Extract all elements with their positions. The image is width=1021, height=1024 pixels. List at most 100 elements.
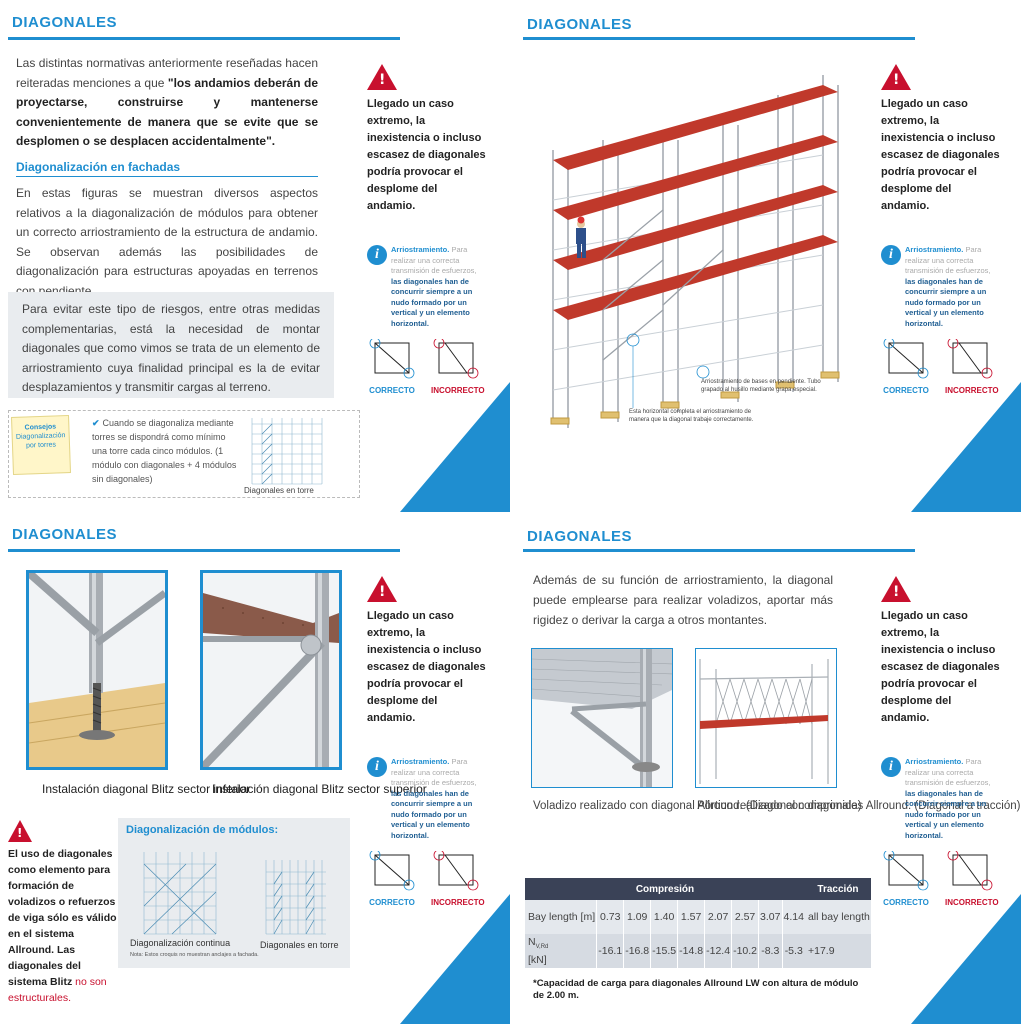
row-label-force: NV,Rd[kN] <box>525 934 597 968</box>
table-cell: -12.4 <box>704 934 732 968</box>
incorrect-node-icon <box>947 337 993 379</box>
info-plain: Para realizar una correcta transmisión d… <box>391 757 477 787</box>
incorrect-node-icon <box>947 849 993 891</box>
correct-diagram: CORRECTO <box>881 849 931 907</box>
horizontal-caption: Esta horizontal completa el arriostramie… <box>629 409 754 423</box>
intro-text: Las distintas normativas anteriormente r… <box>16 56 318 90</box>
title-underline <box>8 549 400 552</box>
info-lead: Arriostramiento. <box>905 245 964 254</box>
continuous-diagonal-figure <box>143 852 217 935</box>
scaffold-illustration <box>550 75 840 428</box>
intro-paragraph: Además de su función de arriostramiento,… <box>533 573 833 627</box>
panel-facade-diagonals: DIAGONALES Las distintas normativas ante… <box>0 0 510 512</box>
warning-icon: ! <box>881 576 911 602</box>
table-cell: 1.57 <box>677 900 705 934</box>
photo-lower-sector <box>26 570 168 770</box>
info-icon: i <box>881 757 901 777</box>
subheading: Diagonalización en fachadas <box>16 160 181 174</box>
info-plain: Para realizar una correcta transmisión d… <box>391 245 477 275</box>
tower-diagonal-figure <box>265 860 326 935</box>
info-icon: i <box>881 245 901 265</box>
tower-caption: Diagonales en torre <box>260 940 339 950</box>
table-cell: -16.1 <box>596 934 624 968</box>
worker-icon <box>576 216 586 258</box>
table-footnote: *Capacidad de carga para diagonales Allr… <box>533 978 859 1001</box>
portal-caption: Pórtico realizado con diagonales Allroun… <box>697 800 1021 812</box>
table-cell: 4.14 <box>781 900 805 934</box>
correct-node-icon <box>883 337 929 379</box>
page-title: DIAGONALES <box>12 526 118 543</box>
info-lead: Arriostramiento. <box>905 757 964 766</box>
table-cell: -10.2 <box>731 934 759 968</box>
modules-note: Nota: Estos croquis no muestran anclajes… <box>130 952 259 958</box>
info-block: i Arriostramiento. Para realizar una cor… <box>367 245 487 329</box>
correct-label: CORRECTO <box>883 386 929 395</box>
tip-box <box>8 410 360 498</box>
info-strong: las diagonales han de concurrir siempre … <box>391 788 473 840</box>
tip-text: ✔Cuando se diagonaliza mediante torres s… <box>92 416 242 486</box>
warning-icon: ! <box>367 576 397 602</box>
tip-body: Cuando se diagonaliza mediante torres se… <box>92 418 237 484</box>
subheading-underline <box>16 176 318 177</box>
panel-blitz-installation: DIAGONALES Instalación diagonal Blit <box>0 512 510 1024</box>
info-icon: i <box>367 757 387 777</box>
cantilever-caption: Voladizo realizado con diagonal Allround… <box>533 800 862 812</box>
info-plain: Para realizar una correcta transmisión d… <box>905 245 991 275</box>
table-cell: 0.73 <box>596 900 624 934</box>
panel-allround-capacity: DIAGONALES Además de su función de arrio… <box>511 512 1021 1024</box>
title-underline <box>8 37 400 40</box>
correct-node-icon <box>369 849 415 891</box>
compression-header: Compresión <box>525 878 805 900</box>
risk-box: Para evitar este tipo de riesgos, entre … <box>8 292 334 398</box>
correct-node-icon <box>883 849 929 891</box>
blitz-warning-text: El uso de diagonales como elemento para … <box>8 848 117 988</box>
force-symbol: N <box>528 936 536 949</box>
correct-node-icon <box>369 337 415 379</box>
table-cell: 3.07 <box>758 900 782 934</box>
correct-label: CORRECTO <box>883 898 929 907</box>
table-cell: -8.3 <box>758 934 782 968</box>
table-cell-traction: all bay length <box>804 900 871 934</box>
table-cell: -16.8 <box>623 934 651 968</box>
corner-triangle <box>911 894 1021 1024</box>
table-cell: 1.40 <box>650 900 678 934</box>
blitz-warning: ! El uso de diagonales como elemento par… <box>8 820 120 1006</box>
info-strong: las diagonales han de concurrir siempre … <box>391 276 473 328</box>
info-plain: Para realizar una correcta transmisión d… <box>905 757 991 787</box>
blitz-warning-red: no son estructurales. <box>8 976 107 1004</box>
info-strong: las diagonales han de concurrir siempre … <box>905 788 987 840</box>
tip-figure-caption: Diagonales en torre <box>244 486 314 495</box>
body-paragraph: En estas figuras se muestran diversos as… <box>16 186 318 298</box>
lower-sector-caption: Instalación diagonal Blitz sector inferi… <box>42 782 251 796</box>
corner-triangle <box>911 382 1021 512</box>
table-cell: -5.3 <box>781 934 805 968</box>
sidebar: ! Llegado un caso extremo, la inexistenc… <box>881 576 1001 907</box>
incorrect-node-icon <box>433 337 479 379</box>
warning-icon: ! <box>8 820 32 842</box>
sidebar: ! Llegado un caso extremo, la inexistenc… <box>881 64 1001 395</box>
warning-text: Llegado un caso extremo, la inexistencia… <box>367 610 486 724</box>
warning-text: Llegado un caso extremo, la inexistencia… <box>367 98 486 212</box>
intro-paragraph: Las distintas normativas anteriormente r… <box>16 54 318 152</box>
correct-label: CORRECTO <box>369 386 415 395</box>
photo-upper-sector <box>200 570 342 770</box>
capacity-table: Compresión Tracción Bay length [m] 0.73 … <box>525 878 871 968</box>
info-lead: Arriostramiento. <box>391 757 450 766</box>
sidebar: ! Llegado un caso extremo, la inexistenc… <box>367 576 487 907</box>
sidebar: ! Llegado un caso extremo, la inexistenc… <box>367 64 487 395</box>
photo-portal <box>695 648 837 788</box>
force-unit: [kN] <box>528 953 547 966</box>
info-icon: i <box>367 245 387 265</box>
page-title: DIAGONALES <box>527 528 633 545</box>
warning-text: Llegado un caso extremo, la inexistencia… <box>881 610 1000 724</box>
table-cell: -14.8 <box>677 934 705 968</box>
info-block: i Arriostramiento. Para realizar una cor… <box>367 757 487 841</box>
page-title: DIAGONALES <box>12 14 118 31</box>
page-title: DIAGONALES <box>527 16 633 33</box>
table-row: NV,Rd[kN] -16.1 -16.8 -15.5 -14.8 -12.4 … <box>525 934 871 968</box>
table-cell: 2.07 <box>704 900 732 934</box>
corner-triangle <box>400 382 510 512</box>
correct-diagram: CORRECTO <box>881 337 931 395</box>
table-cell-traction: +17.9 <box>804 934 871 968</box>
